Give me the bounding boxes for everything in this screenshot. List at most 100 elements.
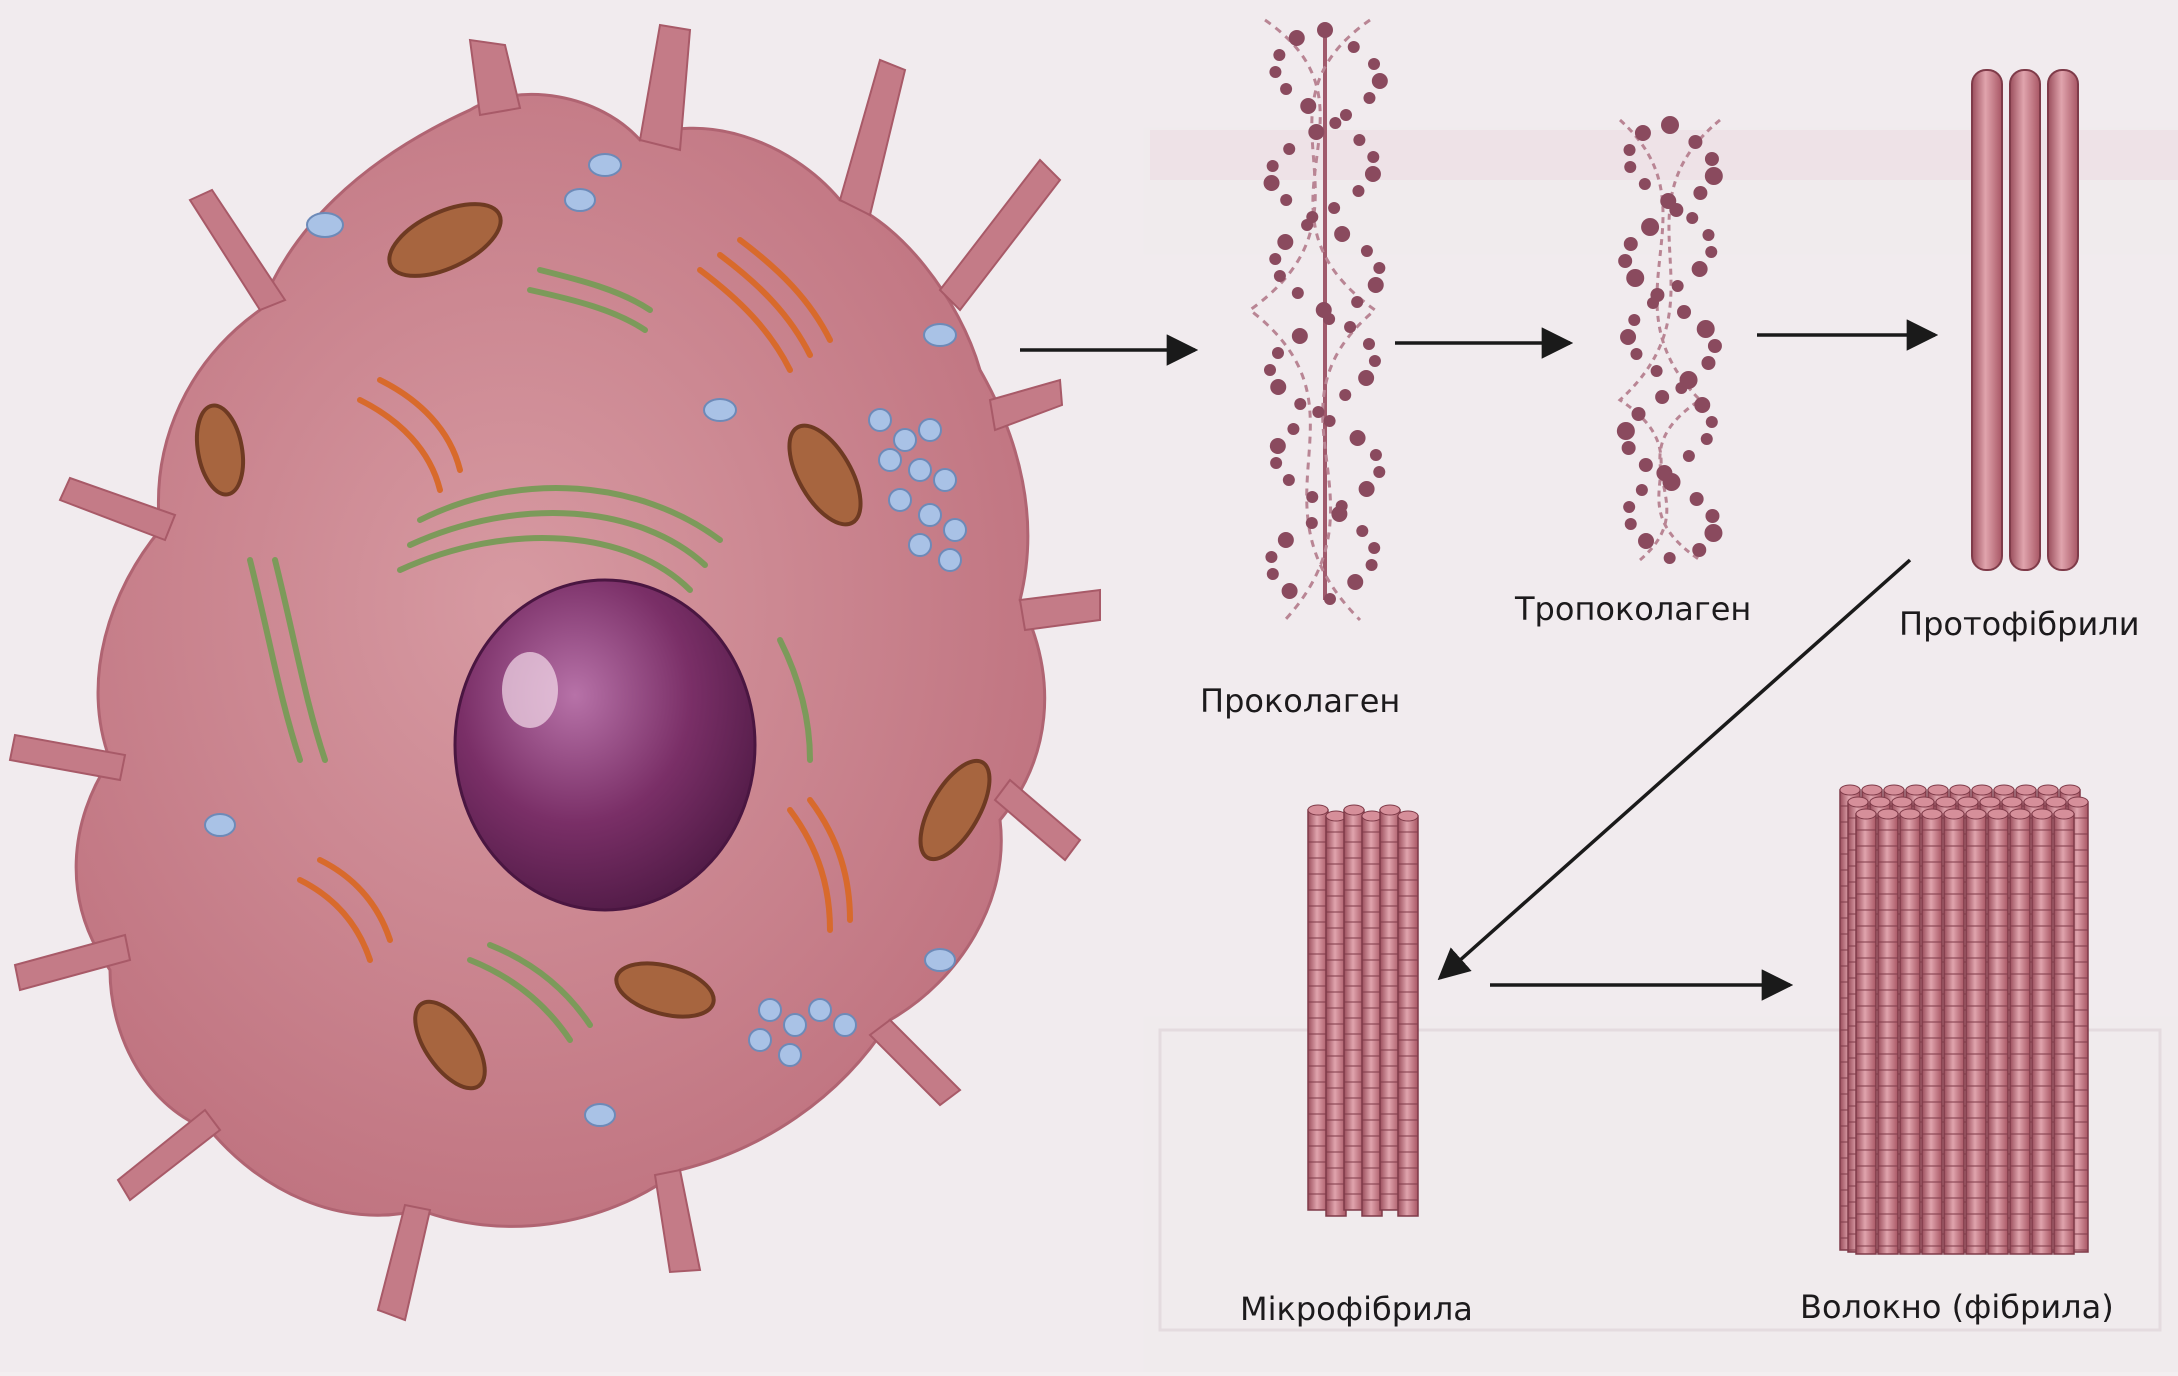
- helix-bead: [1292, 328, 1308, 344]
- helix-bead: [1624, 237, 1638, 251]
- fibril-column: [1966, 809, 1986, 1254]
- helix-bead: [1635, 125, 1651, 141]
- fibril-column: [1922, 809, 1942, 1254]
- helix-bead: [1664, 552, 1676, 564]
- label-protofibrils: Протофібрили: [1899, 605, 2140, 643]
- helix-bead: [1688, 135, 1702, 149]
- fibril-column: [1900, 809, 1920, 1254]
- helix-bead: [1274, 270, 1286, 282]
- helix-bead: [1317, 22, 1333, 38]
- helix-bead: [1264, 364, 1276, 376]
- helix-bead: [1370, 449, 1382, 461]
- helix-bead: [1347, 574, 1363, 590]
- helix-bead: [1331, 506, 1347, 522]
- helix-bead: [1363, 92, 1375, 104]
- helix-bead: [1704, 524, 1722, 542]
- helix-bead: [1366, 559, 1378, 571]
- helix-bead: [1692, 261, 1708, 277]
- helix-bead: [1264, 175, 1280, 191]
- helix-bead: [1373, 466, 1385, 478]
- helix-bead: [1270, 457, 1282, 469]
- helix-bead: [1638, 533, 1654, 549]
- helix-bead: [1620, 329, 1636, 345]
- helix-bead: [1702, 229, 1714, 241]
- helix-bead: [1273, 49, 1285, 61]
- helix-bead: [1672, 280, 1684, 292]
- helix-bead: [1661, 116, 1679, 134]
- helix-bead: [1701, 356, 1715, 370]
- helix-bead: [1287, 423, 1299, 435]
- helix-bead: [1647, 297, 1659, 309]
- helix-bead: [1697, 320, 1715, 338]
- fibril-column: [1380, 805, 1400, 1210]
- helix-bead: [1278, 532, 1294, 548]
- helix-bead: [1323, 313, 1335, 325]
- helix-bead: [1694, 397, 1710, 413]
- fibril-column: [2032, 809, 2052, 1254]
- helix-bead: [1270, 438, 1286, 454]
- helix-bead: [1312, 406, 1324, 418]
- helix-bead: [1282, 583, 1298, 599]
- helix-bead: [1368, 58, 1380, 70]
- helix-bead: [1350, 430, 1366, 446]
- helix-bead: [1269, 66, 1281, 78]
- helix-bead: [1651, 365, 1663, 377]
- helix-bead: [1356, 525, 1368, 537]
- helix-bead: [1339, 389, 1351, 401]
- label-fiber: Волокно (фібрила): [1800, 1288, 2114, 1326]
- helix-bead: [1705, 509, 1719, 523]
- helix-bead: [1367, 151, 1379, 163]
- fibril-column: [2054, 809, 2074, 1254]
- helix-bead: [1328, 202, 1340, 214]
- protofibril-rods: [1972, 70, 2078, 570]
- helix-bead: [1301, 219, 1313, 231]
- helix-bead: [1300, 98, 1316, 114]
- helix-bead: [1683, 450, 1695, 462]
- helix-bead: [1706, 416, 1718, 428]
- helix-bead: [1292, 287, 1304, 299]
- helix-bead: [1308, 124, 1324, 140]
- helix-bead: [1352, 185, 1364, 197]
- helix-bead: [1344, 321, 1356, 333]
- helix-bead: [1636, 484, 1648, 496]
- helix-bead: [1368, 542, 1380, 554]
- helix-bead: [1626, 269, 1644, 287]
- helix-bead: [1280, 83, 1292, 95]
- helix-bead: [1708, 339, 1722, 353]
- fibril-column: [1944, 809, 1964, 1254]
- helix-bead: [1353, 134, 1365, 146]
- label-tropocollagen: Тропоколаген: [1515, 590, 1751, 628]
- helix-bead: [1340, 109, 1352, 121]
- microfibril-bundle: [1308, 805, 1418, 1216]
- helix-bead: [1622, 441, 1636, 455]
- helix-bead: [1272, 347, 1284, 359]
- helix-bead: [1306, 517, 1318, 529]
- helix-bead: [1690, 492, 1704, 506]
- helix-bead: [1693, 186, 1707, 200]
- helix-bead: [1639, 178, 1651, 190]
- helix-bead: [1675, 382, 1687, 394]
- helix-bead: [1334, 226, 1350, 242]
- fibril-column: [1362, 811, 1382, 1216]
- helix-bead: [1369, 355, 1381, 367]
- fibril-column: [1988, 809, 2008, 1254]
- helix-bead: [1358, 370, 1374, 386]
- helix-bead: [1277, 234, 1293, 250]
- helix-bead: [1359, 481, 1375, 497]
- helix-bead: [1373, 262, 1385, 274]
- helix-bead: [1306, 491, 1318, 503]
- helix-bead: [1267, 568, 1279, 580]
- helix-bead: [1324, 593, 1336, 605]
- helix-bead: [1639, 458, 1653, 472]
- helix-bead: [1705, 152, 1719, 166]
- helix-bead: [1618, 254, 1632, 268]
- label-microfibril: Мікрофібрила: [1240, 1290, 1473, 1328]
- helix-bead: [1267, 160, 1279, 172]
- helix-bead: [1624, 144, 1636, 156]
- helix-bead: [1361, 245, 1373, 257]
- helix-bead: [1677, 305, 1691, 319]
- helix-bead: [1705, 246, 1717, 258]
- helix-bead: [1348, 41, 1360, 53]
- helix-bead: [1372, 73, 1388, 89]
